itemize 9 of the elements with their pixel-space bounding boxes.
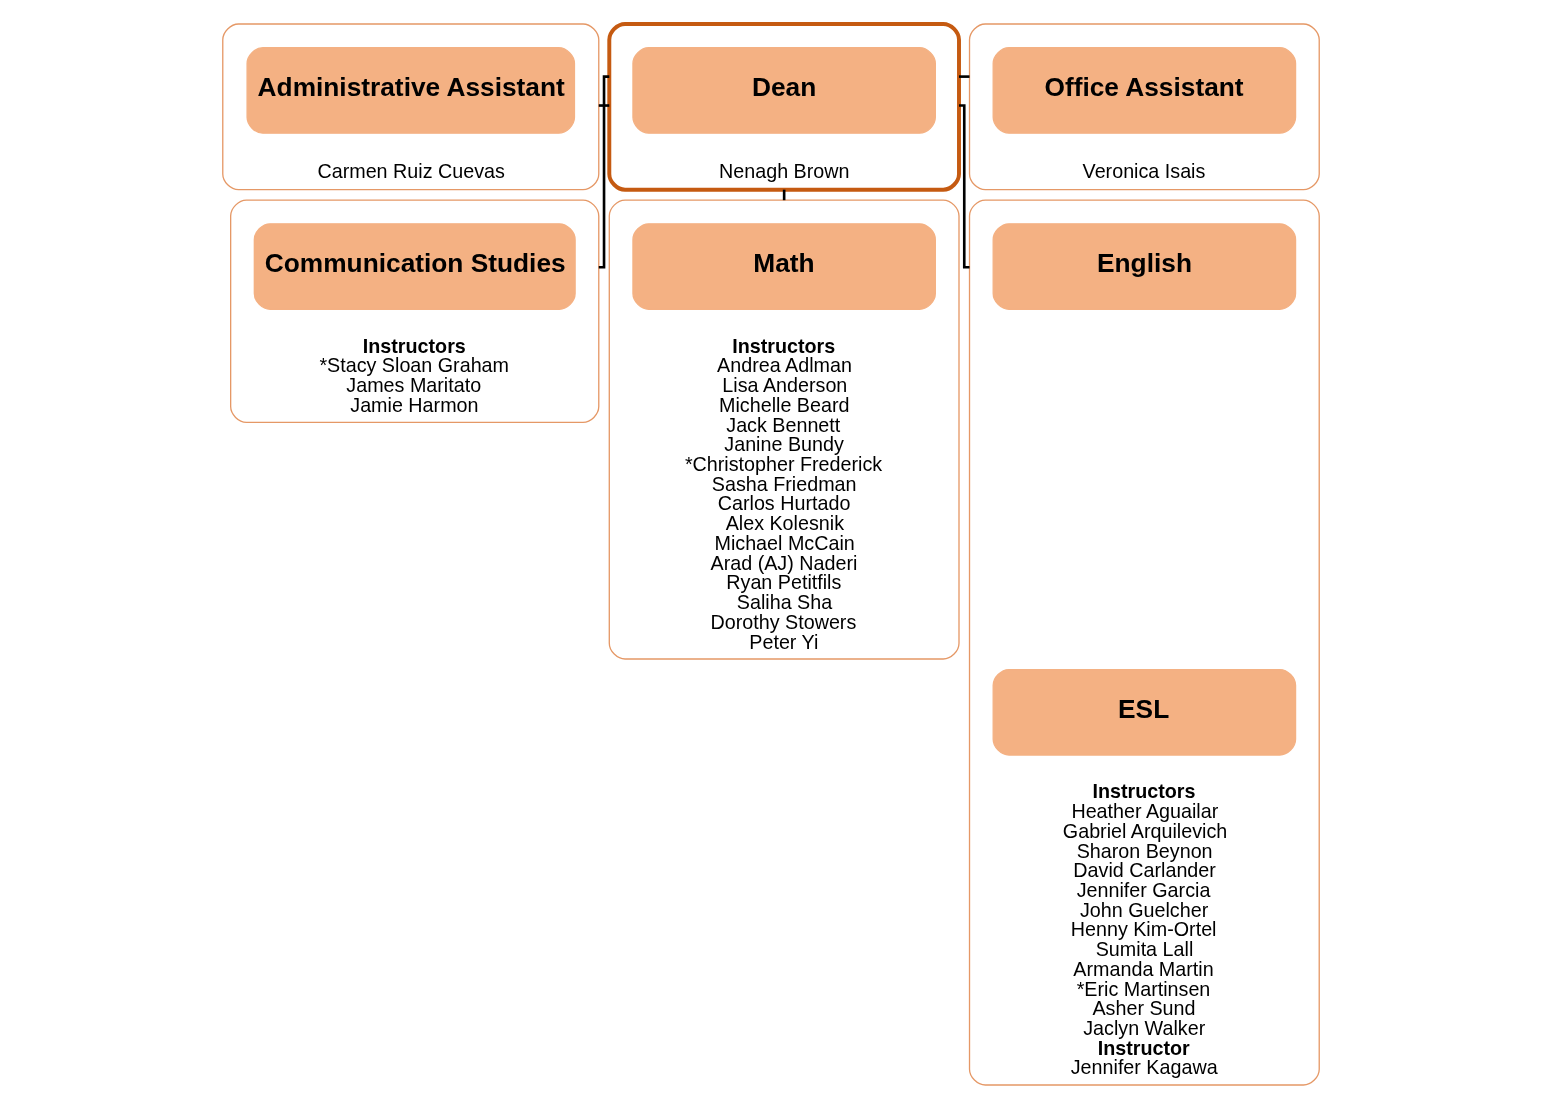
node-box: Communication Studies [253,223,576,310]
node-box: Dean [632,47,936,134]
node-box: ESL [992,668,1297,756]
connector [959,75,970,78]
node-box: English [992,223,1297,310]
connector [959,104,970,269]
node-box: Administrative Assistant [246,47,576,134]
node-box: Math [632,223,936,310]
node-box: Office Assistant [992,47,1297,134]
